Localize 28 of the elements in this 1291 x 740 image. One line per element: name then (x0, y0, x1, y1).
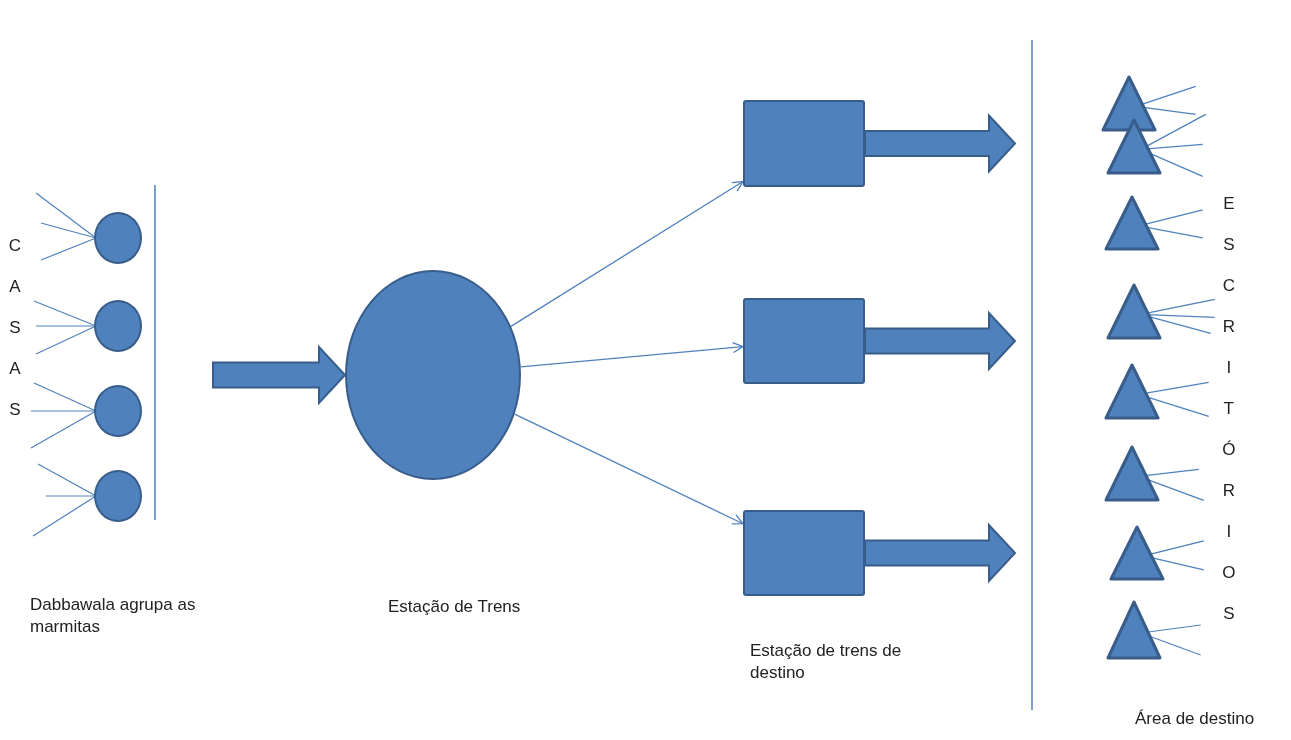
triangle-shape (1106, 118, 1162, 175)
rectangle-shape (743, 298, 865, 384)
triangle-shape (1106, 283, 1162, 340)
circle-shape (94, 385, 142, 437)
caption: Estação de trens de destino (750, 640, 903, 685)
rectangle-shape (743, 100, 865, 187)
block-arrow (864, 112, 1017, 175)
triangle-shape (1104, 363, 1160, 420)
arrow (514, 413, 744, 525)
circle-shape (94, 212, 142, 264)
rectangle-shape (743, 510, 865, 596)
triangle-shape (1106, 600, 1162, 660)
block-arrow (864, 522, 1017, 584)
caption: Estação de Trens (388, 596, 522, 618)
vertical-text: CASAS (8, 235, 22, 421)
triangle-shape (1104, 195, 1160, 251)
circle-shape (94, 300, 142, 352)
arrow (520, 341, 744, 368)
arrow (510, 180, 744, 327)
block-arrow (212, 344, 347, 406)
triangle-shape (1101, 75, 1157, 132)
block-arrow (864, 310, 1017, 372)
triangle-shape (1109, 525, 1165, 581)
circle-shape (94, 470, 142, 522)
caption: Dabbawala agrupa as marmitas (30, 594, 197, 639)
triangle-shape (1104, 445, 1160, 502)
caption: Área de destino (1135, 708, 1256, 730)
vertical-text: ESCRITÓRIOS (1222, 193, 1236, 625)
